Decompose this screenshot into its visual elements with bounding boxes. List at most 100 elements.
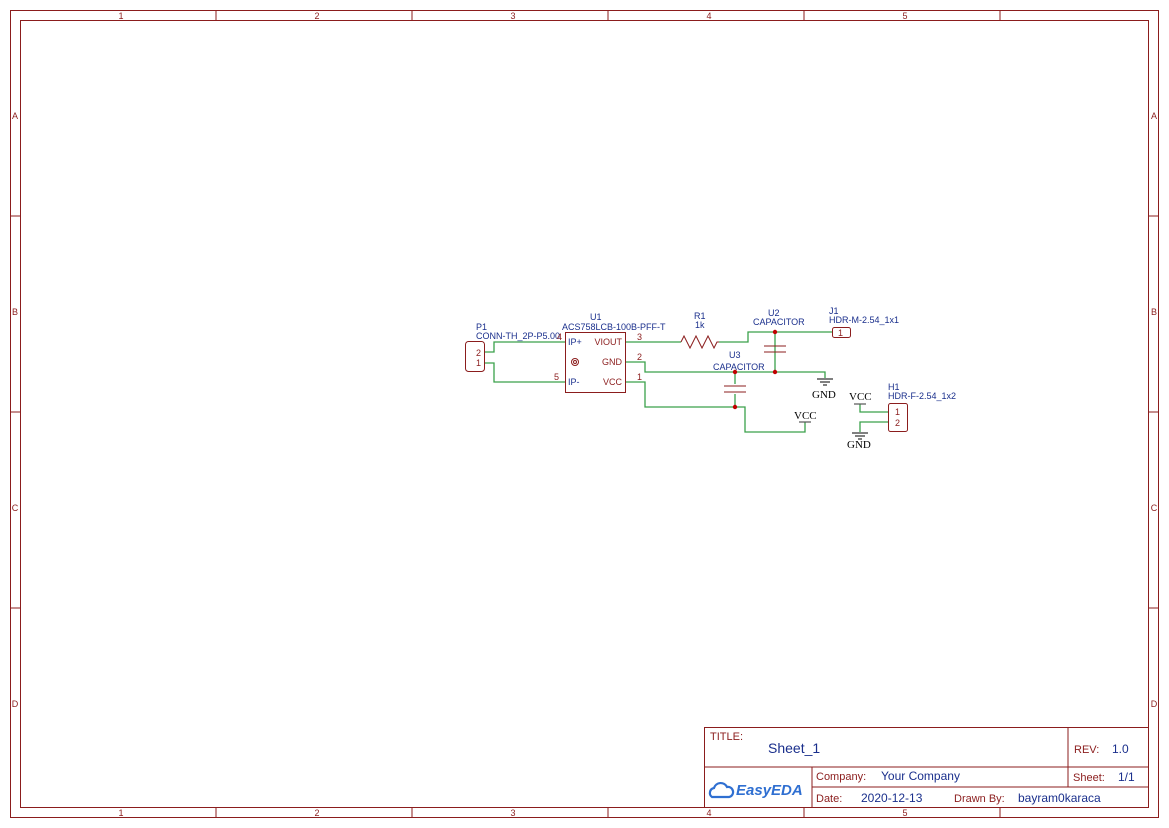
u1-pin-number-3: 3 xyxy=(637,332,642,342)
h1-pin-1: 1 xyxy=(895,407,900,417)
vcc-symbol-2: VCC xyxy=(849,391,872,405)
wire-r1-to-j1 xyxy=(719,331,832,343)
row-label-right: B xyxy=(1151,307,1157,317)
col-label-top: 1 xyxy=(118,11,123,21)
u2-ref: U2 xyxy=(768,308,780,318)
junctions xyxy=(732,329,778,410)
j1-value: HDR-M-2.54_1x1 xyxy=(829,315,899,325)
sensor-u1[interactable]: U1 ACS758LCB-100B-PFF-T IP+ IP- VIOUT GN… xyxy=(554,312,666,393)
col-label-top: 4 xyxy=(706,11,711,21)
junction-dot xyxy=(772,369,778,375)
gnd-symbol-1: GND xyxy=(812,378,836,401)
date-value: 2020-12-13 xyxy=(861,791,923,805)
row-label-right: A xyxy=(1151,111,1157,121)
logo-text: EasyEDA xyxy=(736,782,803,799)
r1-value: 1k xyxy=(695,320,705,330)
p1-ref: P1 xyxy=(476,322,487,332)
h1-body xyxy=(888,403,908,432)
u3-ref: U3 xyxy=(729,350,741,360)
u1-pin-viout: VIOUT xyxy=(594,337,622,347)
u1-ref: U1 xyxy=(590,312,602,322)
u1-pin-gnd: GND xyxy=(602,357,623,367)
rev-value: 1.0 xyxy=(1112,742,1129,756)
h1-pin-2: 2 xyxy=(895,418,900,428)
u1-pin-number-2: 2 xyxy=(637,352,642,362)
col-label-top: 2 xyxy=(314,11,319,21)
r1-ref: R1 xyxy=(694,311,706,321)
capacitor-u3[interactable]: U3 CAPACITOR xyxy=(713,350,765,393)
resistor-r1[interactable]: R1 1k xyxy=(680,311,719,350)
h1-value: HDR-F-2.54_1x2 xyxy=(888,391,956,401)
vcc-label: VCC xyxy=(849,391,872,403)
u1-value: ACS758LCB-100B-PFF-T xyxy=(562,322,666,332)
connector-p1[interactable]: P1 CONN-TH_2P-P5.00 2 1 xyxy=(465,322,561,372)
u1-pin-number-4: 4 xyxy=(557,332,562,342)
wire-p1-2-to-ip-plus xyxy=(484,341,565,353)
u1-pin-ip-plus: IP+ xyxy=(568,337,582,347)
col-label-top: 3 xyxy=(510,11,515,21)
row-label-left: C xyxy=(12,503,19,513)
u3-value: CAPACITOR xyxy=(713,362,765,372)
resistor-zigzag-icon xyxy=(680,334,719,350)
row-label-left: D xyxy=(12,699,19,709)
wire-vcc-net xyxy=(625,381,806,433)
sheet-key: Sheet: xyxy=(1073,772,1105,784)
capacitor-u2[interactable]: U2 CAPACITOR xyxy=(753,308,805,353)
sheet-title: Sheet_1 xyxy=(768,740,820,756)
gnd-label: GND xyxy=(847,439,871,451)
vcc-symbol-1: VCC xyxy=(794,410,817,423)
p1-pin-1: 1 xyxy=(476,358,481,368)
junction-dot xyxy=(732,369,738,375)
u1-pin-ip-minus: IP- xyxy=(568,377,580,387)
u2-value: CAPACITOR xyxy=(753,317,805,327)
p1-body xyxy=(465,341,485,372)
header-h1[interactable]: H1 HDR-F-2.54_1x2 1 2 xyxy=(888,382,956,432)
col-label-top: 5 xyxy=(902,11,907,21)
row-label-right: D xyxy=(1151,699,1158,709)
col-label-bottom: 5 xyxy=(902,808,907,818)
wire-h1-gnd xyxy=(859,421,888,432)
gnd-symbol-2: GND xyxy=(847,432,871,451)
row-label-left: B xyxy=(12,307,18,317)
company-value: Your Company xyxy=(881,769,960,783)
u1-mounting-icon xyxy=(571,358,579,366)
u1-pin-number-1: 1 xyxy=(637,372,642,382)
company-key: Company: xyxy=(816,771,866,783)
u1-mounting-inner-icon xyxy=(573,360,577,364)
gnd-label: GND xyxy=(812,389,836,401)
junction-dot xyxy=(772,329,778,335)
wire-h1-vcc xyxy=(859,404,888,413)
easyeda-logo: EasyEDA xyxy=(708,781,803,799)
junction-dot xyxy=(732,404,738,410)
col-label-bottom: 1 xyxy=(118,808,123,818)
wire-p1-1-to-ip-minus xyxy=(484,362,565,383)
title-key: TITLE: xyxy=(710,731,743,743)
j1-body xyxy=(832,327,851,338)
col-label-bottom: 2 xyxy=(314,808,319,818)
date-key: Date: xyxy=(816,793,842,805)
sheet-frame xyxy=(10,10,1159,818)
drawn-by-value: bayram0karaca xyxy=(1018,791,1101,805)
p1-pin-2: 2 xyxy=(476,348,481,358)
u1-pin-vcc: VCC xyxy=(603,377,623,387)
vcc-label: VCC xyxy=(794,410,817,422)
u1-pin-number-5: 5 xyxy=(554,372,559,382)
h1-ref: H1 xyxy=(888,382,900,392)
wire-gnd-net xyxy=(625,361,826,378)
wires xyxy=(484,331,888,433)
col-label-bottom: 3 xyxy=(510,808,515,818)
cloud-icon xyxy=(708,781,735,799)
j1-pin-1: 1 xyxy=(838,328,843,338)
rev-key: REV: xyxy=(1074,744,1099,756)
title-block: TITLE: Sheet_1 REV: 1.0 Company: Your Co… xyxy=(704,727,1149,808)
row-label-left: A xyxy=(12,111,18,121)
row-label-right: C xyxy=(1151,503,1158,513)
u1-body xyxy=(565,332,626,393)
j1-ref: J1 xyxy=(829,306,839,316)
sheet-value: 1/1 xyxy=(1118,770,1135,784)
drawn-by-key: Drawn By: xyxy=(954,793,1005,805)
ruler-labels: 1 2 3 4 5 1 2 3 4 5 A B C D A B C D xyxy=(12,11,1158,818)
col-label-bottom: 4 xyxy=(706,808,711,818)
header-j1[interactable]: J1 HDR-M-2.54_1x1 1 xyxy=(829,306,899,338)
